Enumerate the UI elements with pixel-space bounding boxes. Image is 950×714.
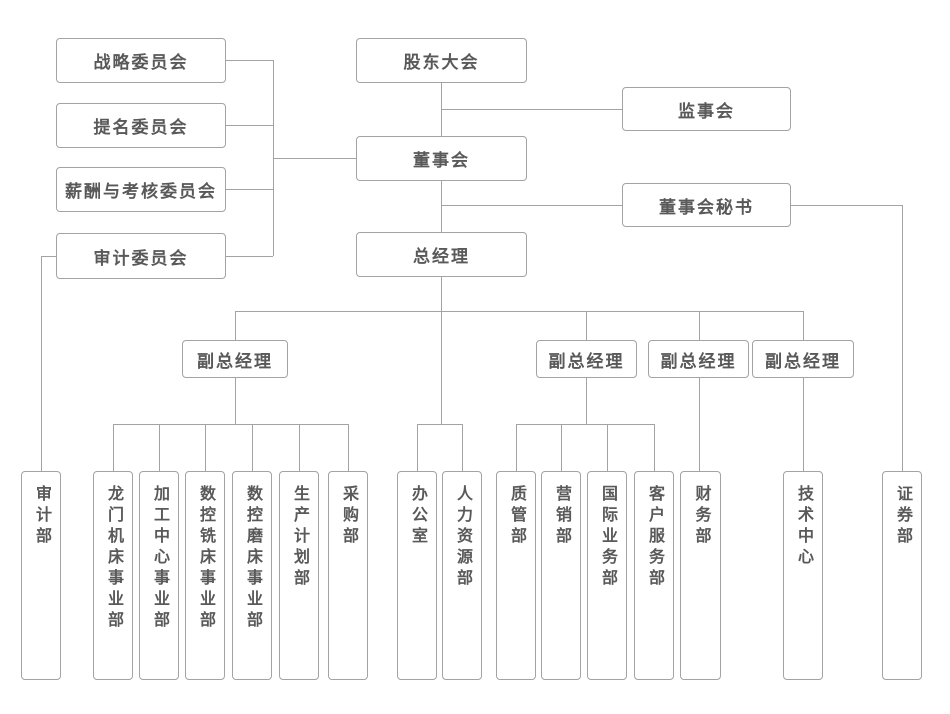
node-cnc-grinding-div: 数控磨床事业部 xyxy=(232,471,272,680)
connector-line xyxy=(462,424,463,471)
node-label: 薪酬与考核委员会 xyxy=(65,182,217,201)
node-label: 副总经理 xyxy=(660,351,737,371)
node-securities-dept: 证券部 xyxy=(882,471,922,680)
connector-line xyxy=(586,378,587,424)
node-finance-dept: 财务部 xyxy=(680,471,721,680)
node-marketing-dept: 营销部 xyxy=(541,471,581,680)
node-compensation-committee: 薪酬与考核委员会 xyxy=(56,167,226,212)
connector-line xyxy=(226,256,273,257)
node-label: 副总经理 xyxy=(548,351,625,371)
node-label: 董事会秘书 xyxy=(659,197,754,217)
connector-line xyxy=(41,256,56,257)
node-label: 战略委员会 xyxy=(93,53,189,72)
connector-line xyxy=(417,424,463,425)
connector-line xyxy=(516,424,654,425)
node-label: 监事会 xyxy=(678,101,735,121)
connector-line xyxy=(699,378,700,471)
node-procurement-dept: 采购部 xyxy=(328,471,368,680)
connector-line xyxy=(226,189,273,190)
node-label: 审计部 xyxy=(33,485,50,548)
node-label: 质管部 xyxy=(508,485,525,548)
node-label: 加工中心事业部 xyxy=(151,485,168,632)
connector-line xyxy=(803,311,804,340)
node-label: 国际业务部 xyxy=(599,485,616,590)
connector-line xyxy=(273,158,356,159)
node-label: 人力资源部 xyxy=(454,485,471,590)
node-label: 审计委员会 xyxy=(93,248,189,268)
node-label: 技术中心 xyxy=(795,485,812,569)
node-label: 股东大会 xyxy=(403,53,480,72)
node-longmen-machine-tool-div: 龙门机床事业部 xyxy=(93,471,133,680)
node-office: 办公室 xyxy=(397,471,437,680)
node-deputy-gm-1: 副总经理 xyxy=(182,340,288,378)
node-board-secretary: 董事会秘书 xyxy=(622,183,791,227)
connector-line xyxy=(205,424,206,471)
node-general-manager: 总经理 xyxy=(356,232,527,277)
node-label: 数控磨床事业部 xyxy=(244,485,261,632)
connector-line xyxy=(417,424,418,471)
connector-line xyxy=(586,311,587,340)
node-label: 生产计划部 xyxy=(291,485,308,590)
node-cnc-milling-div: 数控铣床事业部 xyxy=(185,471,225,680)
node-label: 营销部 xyxy=(553,485,570,548)
node-customer-service-dept: 客户服务部 xyxy=(634,471,674,680)
connector-line xyxy=(803,378,804,471)
connector-line xyxy=(441,205,622,206)
node-supervisory-board: 监事会 xyxy=(622,87,791,131)
connector-line xyxy=(113,424,114,471)
node-audit-committee: 审计委员会 xyxy=(56,233,226,279)
connector-line xyxy=(299,424,300,471)
connector-line xyxy=(159,424,160,471)
node-tech-center: 技术中心 xyxy=(783,471,823,680)
connector-line xyxy=(348,424,349,471)
node-intl-business-dept: 国际业务部 xyxy=(587,471,627,680)
connector-line xyxy=(441,109,622,110)
connector-line xyxy=(235,378,236,424)
node-deputy-gm-3: 副总经理 xyxy=(648,340,749,378)
node-label: 总经理 xyxy=(413,247,470,266)
connector-line xyxy=(441,277,442,424)
node-label: 提名委员会 xyxy=(93,118,189,137)
node-audit-dept: 审计部 xyxy=(21,471,61,680)
node-deputy-gm-2: 副总经理 xyxy=(536,340,637,378)
connector-line xyxy=(235,311,236,340)
node-machining-center-div: 加工中心事业部 xyxy=(139,471,179,680)
node-nomination-committee: 提名委员会 xyxy=(56,103,226,148)
node-deputy-gm-4: 副总经理 xyxy=(752,340,854,378)
connector-line xyxy=(226,60,273,61)
node-label: 龙门机床事业部 xyxy=(105,485,122,632)
node-label: 数控铣床事业部 xyxy=(197,485,214,632)
connector-line xyxy=(902,205,903,471)
node-label: 财务部 xyxy=(692,485,710,548)
node-label: 采购部 xyxy=(340,485,357,548)
node-label: 董事会 xyxy=(413,151,470,170)
node-human-resources-dept: 人力资源部 xyxy=(442,471,482,680)
connector-line xyxy=(441,181,442,232)
connector-line xyxy=(252,424,253,471)
node-shareholders-meeting: 股东大会 xyxy=(356,38,527,83)
connector-line xyxy=(41,256,42,471)
node-label: 副总经理 xyxy=(197,351,273,371)
node-strategy-committee: 战略委员会 xyxy=(56,38,226,83)
connector-line xyxy=(607,424,608,471)
node-label: 证券部 xyxy=(894,485,911,548)
node-production-planning-dept: 生产计划部 xyxy=(279,471,319,680)
node-label: 副总经理 xyxy=(765,351,841,371)
connector-line xyxy=(791,205,902,206)
node-label: 客户服务部 xyxy=(646,485,663,590)
node-quality-mgmt-dept: 质管部 xyxy=(496,471,536,680)
connector-line xyxy=(113,424,349,425)
connector-line xyxy=(235,311,803,312)
connector-line xyxy=(561,424,562,471)
node-board-of-directors: 董事会 xyxy=(356,136,527,181)
connector-line xyxy=(226,125,273,126)
node-label: 办公室 xyxy=(409,485,426,548)
connector-line xyxy=(699,311,700,340)
connector-line xyxy=(516,424,517,471)
connector-line xyxy=(654,424,655,471)
